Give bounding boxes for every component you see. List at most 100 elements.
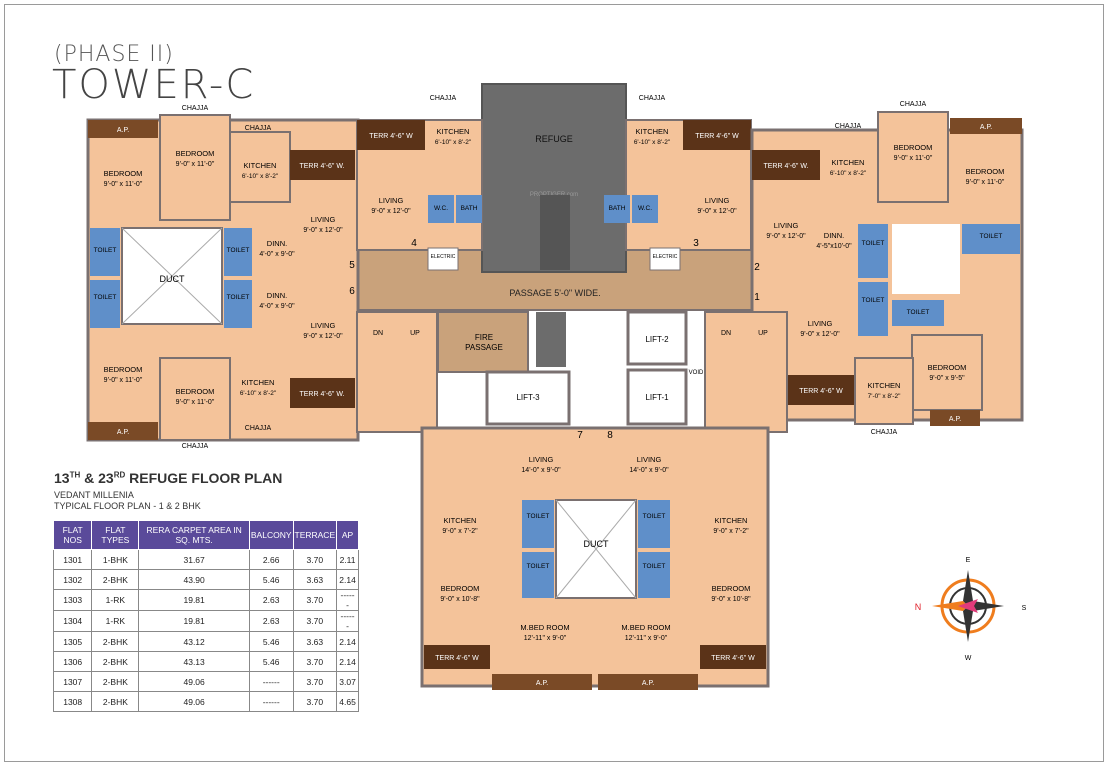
bedroom-tl2 <box>159 114 231 221</box>
room-label: KITCHEN <box>868 381 901 390</box>
table-cell: 1-RK <box>91 610 140 632</box>
toilet-b4 <box>638 552 670 598</box>
bedroom-tr1 <box>877 111 949 203</box>
table-header-cell: FLAT NOS <box>52 520 93 550</box>
duct-label: DUCT <box>160 274 185 284</box>
table-header-cell: RERA CARPET AREA IN SQ. MTS. <box>138 520 250 550</box>
flat-number: 1 <box>754 292 760 303</box>
terrace-2 <box>752 150 820 180</box>
flat-number: 7 <box>577 430 583 441</box>
void-right <box>892 224 960 294</box>
ap-bot-left <box>88 422 158 440</box>
tower-title: TOWER-C <box>52 62 256 108</box>
room-label: KITCHEN <box>832 158 865 167</box>
room-label: KITCHEN <box>636 127 669 136</box>
room-dim: 9'-0" x 12'-0" <box>303 333 343 340</box>
flat-number: 4 <box>411 238 417 249</box>
table-cell: 4.65 <box>336 691 359 712</box>
table-cell: 1303 <box>52 589 93 611</box>
terrace-4 <box>357 120 425 150</box>
table-header-cell: FLAT TYPES <box>91 520 140 550</box>
toilet-r4 <box>892 300 944 326</box>
toilet-l4 <box>224 280 252 328</box>
kitchen-br <box>854 357 914 425</box>
table-cell: 49.06 <box>138 671 250 692</box>
stair-up: UP <box>410 330 420 337</box>
room-dim: 6'-10" x 8'-2" <box>242 173 279 180</box>
toilet-label: TOILET <box>643 513 666 520</box>
table-cell: 2-BHK <box>91 651 140 672</box>
toilet-label: TOILET <box>862 240 885 247</box>
table-cell: ------ <box>248 691 294 712</box>
chajja-label: CHAJJA <box>430 95 457 102</box>
compass-n: N <box>915 602 922 612</box>
room-dim: 12'-11" x 9'-0" <box>524 635 567 642</box>
terrace-3 <box>683 120 751 150</box>
room-label: BEDROOM <box>104 365 143 374</box>
table-cell: 2.14 <box>336 631 359 652</box>
room-label: LIVING <box>379 196 404 205</box>
table-cell: 2.11 <box>336 549 359 570</box>
toilet-label: TOILET <box>980 233 1003 240</box>
table-cell: 1301 <box>52 549 93 570</box>
lift-label: LIFT-1 <box>645 393 669 402</box>
ap-bot-right <box>930 410 980 426</box>
typical-plan: TYPICAL FLOOR PLAN - 1 & 2 BHK <box>54 501 201 511</box>
table-cell: 2.14 <box>336 651 359 672</box>
wc-label: W.C. <box>638 205 652 212</box>
room-dim: 6'-10" x 8'-2" <box>435 139 472 146</box>
room-label: BEDROOM <box>441 584 480 593</box>
ap-label: A.P. <box>980 124 992 131</box>
table-cell: 3.70 <box>292 691 338 712</box>
room-dim: 9'-0" x 9'-5" <box>929 375 965 382</box>
room-label: BEDROOM <box>176 149 215 158</box>
fire-passage <box>437 311 529 373</box>
compass-s: S <box>1022 605 1027 612</box>
ap-label: A.P. <box>117 127 129 134</box>
terrace-l5 <box>290 150 355 180</box>
room-label: BEDROOM <box>176 387 215 396</box>
table-cell: 2.66 <box>248 549 294 570</box>
table-cell: 3.70 <box>292 651 338 672</box>
table-cell: 3.07 <box>336 671 359 692</box>
table-cell: 3.70 <box>292 549 338 570</box>
room-dim: 9'-0" x 12'-0" <box>303 227 343 234</box>
room-label: M.BED ROOM <box>520 623 569 632</box>
table-cell: 1302 <box>52 569 93 590</box>
table-cell: 1306 <box>52 651 93 672</box>
electric-label: ELECTRIC <box>653 254 678 260</box>
table-header-cell: AP <box>336 520 359 550</box>
bedroom-br <box>911 334 983 411</box>
toilet-label: TOILET <box>862 297 885 304</box>
room-dim: 7'-0" x 8'-2" <box>868 393 901 400</box>
refuge-shaft <box>540 195 570 270</box>
table-cell: 5.46 <box>248 651 294 672</box>
terrace-label: TERR 4'-6" W <box>435 655 479 662</box>
room-dim: 9'-0" x 7'-2" <box>713 528 749 535</box>
stair-up: UP <box>758 330 768 337</box>
room-dim: 6'-10" x 8'-2" <box>634 139 671 146</box>
room-dim: 6'-10" x 8'-2" <box>830 170 867 177</box>
terrace-8 <box>700 645 766 669</box>
room-dim: 6'-10" x 8'-2" <box>240 390 277 397</box>
room-dim: 9'-0" x 10'-8" <box>440 596 480 603</box>
table-cell: 43.90 <box>138 569 250 590</box>
room-label: LIVING <box>808 319 833 328</box>
wc-3 <box>632 195 658 223</box>
room-label: LIVING <box>705 196 730 205</box>
table-cell: 19.81 <box>138 610 250 632</box>
room-label: M.BED ROOM <box>621 623 670 632</box>
toilet-l1 <box>90 228 120 276</box>
fire-label2: PASSAGE <box>465 343 503 352</box>
table-cell: 2-BHK <box>91 631 140 652</box>
ap-b1 <box>492 674 592 690</box>
toilet-label: TOILET <box>527 563 550 570</box>
toilet-label: TOILET <box>227 294 250 301</box>
table-cell: 2-BHK <box>91 671 140 692</box>
duct-label: DUCT <box>584 539 609 549</box>
terrace-l6 <box>290 378 355 408</box>
table-cell: 5.46 <box>248 631 294 652</box>
